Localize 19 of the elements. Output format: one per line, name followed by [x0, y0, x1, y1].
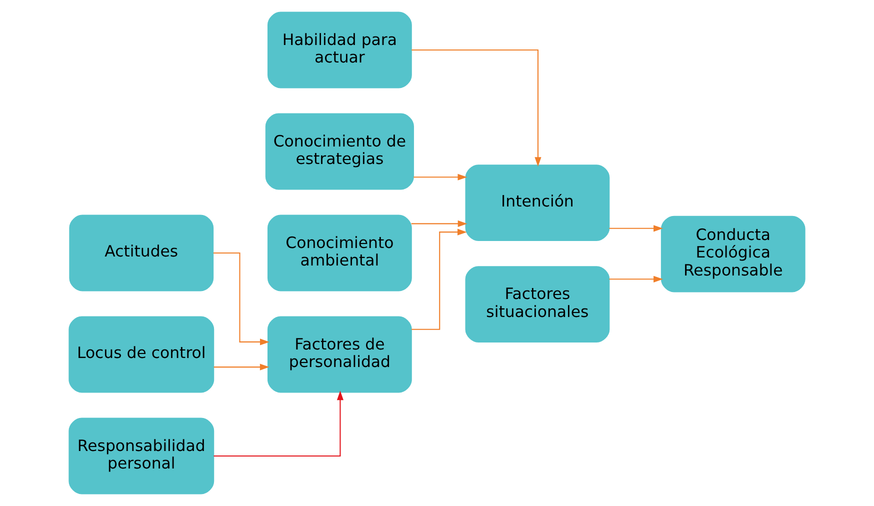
node-box: Conocimiento de estrategias	[265, 113, 414, 190]
node-box: Conocimiento ambiental	[267, 214, 412, 292]
node-box: Intención	[465, 164, 610, 241]
node-box: Factores de personalidad	[267, 316, 412, 393]
node-box: Habilidad para actuar	[267, 12, 412, 88]
arrow	[412, 49, 542, 167]
node-box: Locus de control	[68, 316, 214, 393]
arrow	[609, 276, 663, 282]
arrow	[412, 228, 467, 330]
node-box: Responsabilidad personal	[68, 418, 214, 494]
arrow	[214, 390, 344, 457]
arrow	[214, 364, 270, 370]
arrow	[414, 174, 468, 180]
arrow	[609, 225, 663, 232]
node-box: Factores situacionales	[465, 266, 610, 342]
node-box: Conducta Ecológica Responsable	[660, 216, 806, 292]
node-box: Actitudes	[69, 214, 214, 292]
arrow	[411, 220, 468, 227]
arrow	[213, 252, 270, 346]
